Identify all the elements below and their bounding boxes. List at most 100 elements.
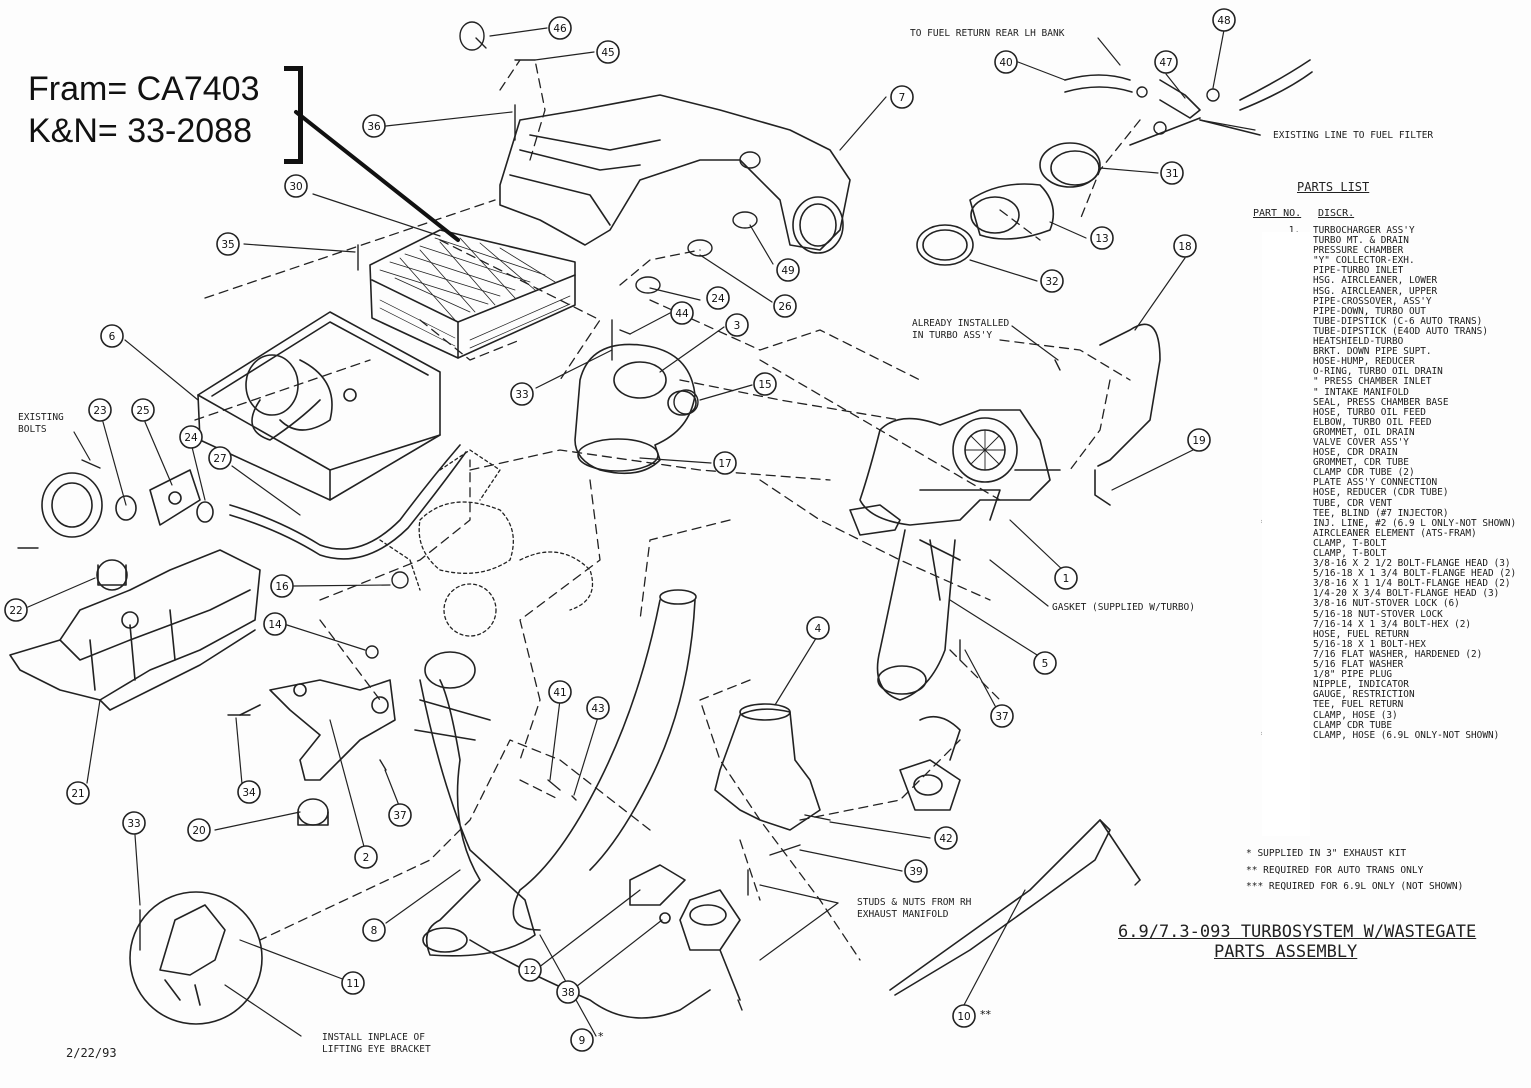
part-balloon-circle xyxy=(510,382,534,406)
gasket-label: GASKET (SUPPLIED W/TURBO) xyxy=(1052,602,1195,613)
part-description: GAUGE, RESTRICTION xyxy=(1313,689,1415,701)
part-balloon: 1 xyxy=(1054,566,1078,590)
part-balloon-circle xyxy=(131,398,155,422)
part-description: " INTAKE MANIFOLD xyxy=(1313,386,1409,398)
part-description: " PRESS CHAMBER INLET xyxy=(1313,376,1432,388)
part-balloon-circle xyxy=(806,616,830,640)
part-balloon: 49 xyxy=(776,258,800,282)
assembly-title-line-1: 6.9/7.3-093 TURBOSYSTEM W/WASTEGATE xyxy=(1118,922,1477,942)
part-balloon-number: 44 xyxy=(675,308,689,320)
part-description: HOSE, TURBO OIL FEED xyxy=(1313,406,1426,418)
part-balloon-circle xyxy=(548,16,572,40)
part-balloon: 40 xyxy=(994,50,1018,74)
down-pipe xyxy=(469,589,711,1019)
part-balloon: 24 xyxy=(706,286,730,310)
turbo-mount-drain xyxy=(239,679,396,826)
part-balloon-circle xyxy=(1054,566,1078,590)
part-balloon: 37 xyxy=(388,803,412,827)
part-balloon-circle xyxy=(706,286,730,310)
part-balloon-number: 46 xyxy=(553,23,567,35)
drawing-date: 2/22/93 xyxy=(66,1046,117,1060)
part-balloon: 43 xyxy=(586,696,610,720)
part-balloon-circle xyxy=(586,696,610,720)
part-balloon-number: 33 xyxy=(515,389,528,401)
part-description: CLAMP CDR TUBE xyxy=(1313,719,1393,731)
cdr-vent-tube xyxy=(229,444,461,550)
part-description: 7/16-14 X 1 3/4 BOLT-HEX (2) xyxy=(1313,618,1472,630)
part-description: CLAMP, HOSE (6.9L ONLY-NOT SHOWN) xyxy=(1313,729,1500,741)
part-balloon: 7 xyxy=(890,85,914,109)
part-balloon-number: 34 xyxy=(242,787,256,799)
part-balloon-circle xyxy=(187,818,211,842)
part-balloon-circle xyxy=(776,258,800,282)
part-description: BRKT. DOWN PIPE SUPT. xyxy=(1313,346,1432,358)
part-balloon-number: 8 xyxy=(371,925,378,937)
fram-filter-note: Fram= CA7403 xyxy=(28,70,260,108)
part-balloon: 24 xyxy=(179,425,203,449)
part-balloon: 5 xyxy=(1033,651,1057,675)
fuel-return-hoses xyxy=(1064,59,1313,146)
cdr-plate-assembly xyxy=(41,469,214,591)
part-description: TURBOCHARGER ASS'Y xyxy=(1313,225,1415,236)
part-description: CLAMP, T-BOLT xyxy=(1313,548,1387,559)
part-balloon-number: 2 xyxy=(363,852,370,864)
part-balloon-number: 24 xyxy=(184,432,198,444)
part-description: ELBOW, TURBO OIL FEED xyxy=(1313,416,1432,428)
part-balloon-circle xyxy=(890,85,914,109)
dipstick-tube xyxy=(889,819,1111,996)
part-balloon: 48 xyxy=(1212,8,1236,32)
studs-label-2: EXHAUST MANIFOLD xyxy=(857,909,949,920)
part-balloon-circle xyxy=(263,612,287,636)
parts-footnotes: * SUPPLIED IN 3" EXHAUST KIT ** REQUIRED… xyxy=(1246,846,1463,896)
aircleaner-element xyxy=(369,229,576,359)
part-description: 3/8-16 X 2 1/2 BOLT-FLANGE HEAD (3) xyxy=(1313,558,1511,570)
part-balloon: 15 xyxy=(753,372,777,396)
part-balloon-circle xyxy=(88,398,112,422)
part-balloon-circle xyxy=(388,803,412,827)
intake-manifold-section xyxy=(379,449,594,637)
part-description: 1/4-20 X 3/4 BOLT-FLANGE HEAD (3) xyxy=(1313,588,1500,600)
part-description: 5/16-18 X 1 BOLT-HEX xyxy=(1313,638,1426,650)
part-balloon-number: 5 xyxy=(1042,658,1049,670)
part-balloon: 26 xyxy=(773,294,797,318)
part-balloon: 9 xyxy=(570,1028,594,1052)
fasteners xyxy=(17,21,1220,1011)
part-number: 1. xyxy=(1288,225,1300,236)
part-balloon-number: 14 xyxy=(268,619,282,631)
part-balloon-number: 25 xyxy=(136,405,149,417)
part-balloon: 46 xyxy=(548,16,572,40)
part-no-header: PART NO. xyxy=(1253,208,1302,219)
part-balloon-number: 6 xyxy=(109,331,116,343)
part-balloon-circle xyxy=(1090,226,1114,250)
part-description: PLATE ASS'Y CONNECTION xyxy=(1313,477,1438,489)
footnote-1: * SUPPLIED IN 3" EXHAUST KIT xyxy=(1246,848,1407,859)
part-balloon: 30 xyxy=(284,174,308,198)
part-balloon-circle xyxy=(904,859,928,883)
part-description: PIPE-TURBO INLET xyxy=(1313,265,1404,277)
part-balloon-number: 16 xyxy=(275,581,289,593)
part-balloon: 38 xyxy=(556,980,580,1004)
existing-line-label: EXISTING LINE TO FUEL FILTER xyxy=(1273,130,1434,141)
part-balloon-number: 19 xyxy=(1192,435,1205,447)
assembly-title-line-2: PARTS ASSEMBLY xyxy=(1214,942,1358,962)
part-balloon-number: 37 xyxy=(393,810,406,822)
part-description: O-RING, TURBO OIL DRAIN xyxy=(1313,366,1443,378)
part-description: HOSE, CDR DRAIN xyxy=(1313,447,1398,459)
install-label-1: INSTALL INPLACE OF xyxy=(322,1032,425,1043)
existing-bolts-label-1: EXISTING xyxy=(18,412,64,423)
part-balloon-circle xyxy=(670,301,694,325)
part-balloon-circle xyxy=(773,294,797,318)
install-label-2: LIFTING EYE BRACKET xyxy=(322,1044,431,1055)
part-balloon: 6 xyxy=(100,324,124,348)
part-description: TURBO MT. & DRAIN xyxy=(1313,235,1409,247)
heatshield-detail-circle xyxy=(129,891,263,1025)
part-balloon: 18 xyxy=(1173,234,1197,258)
part-balloon-number: 22 xyxy=(9,605,22,617)
part-balloon-circle xyxy=(1033,651,1057,675)
part-balloon-circle xyxy=(556,980,580,1004)
part-balloon: 23 xyxy=(88,398,112,422)
part-balloon: 22 xyxy=(4,598,28,622)
oil-feed-hose xyxy=(1097,323,1161,467)
part-balloon-number: 23 xyxy=(93,405,106,417)
